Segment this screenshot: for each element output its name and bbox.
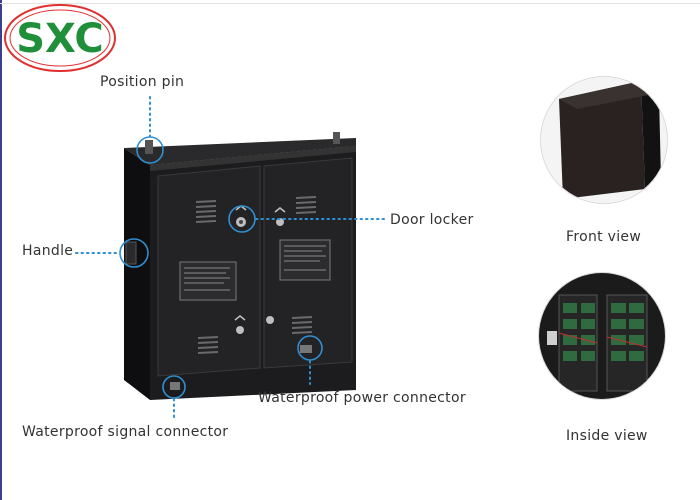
vent-left-bottom bbox=[197, 336, 219, 354]
cabinet-top bbox=[124, 138, 356, 165]
spec-plate-right bbox=[279, 239, 331, 281]
label-waterproof-signal-connector: Waterproof signal connector bbox=[22, 424, 229, 440]
cabinet-side bbox=[124, 148, 150, 400]
label-inside-view: Inside view bbox=[566, 428, 648, 444]
front-panel-side bbox=[641, 81, 661, 189]
label-front-view: Front view bbox=[566, 229, 642, 245]
spec-plate-left bbox=[179, 261, 237, 301]
sxc-logo: SXC bbox=[4, 4, 116, 72]
logo-text: SXC bbox=[16, 16, 104, 62]
inside-view-inset bbox=[538, 272, 666, 400]
vent-right-bottom bbox=[291, 316, 313, 334]
position-pin-left bbox=[145, 140, 153, 154]
front-view-inset bbox=[540, 76, 668, 204]
position-pin-right bbox=[333, 132, 340, 144]
vent-right-top bbox=[295, 196, 317, 214]
label-waterproof-power-connector: Waterproof power connector bbox=[258, 390, 466, 406]
left-border-rule bbox=[0, 0, 2, 500]
label-handle: Handle bbox=[22, 243, 74, 259]
callout-circle-handle bbox=[119, 238, 149, 268]
signal-connector-shape bbox=[170, 382, 180, 390]
label-position-pin: Position pin bbox=[100, 74, 185, 90]
door-locker-low bbox=[234, 315, 274, 334]
cabinet-handle bbox=[125, 241, 137, 265]
front-panel-face bbox=[559, 81, 645, 199]
top-border-rule bbox=[0, 3, 700, 4]
vent-left-top bbox=[195, 200, 217, 223]
power-connector-shape bbox=[300, 345, 312, 353]
label-door-locker: Door locker bbox=[390, 212, 474, 228]
